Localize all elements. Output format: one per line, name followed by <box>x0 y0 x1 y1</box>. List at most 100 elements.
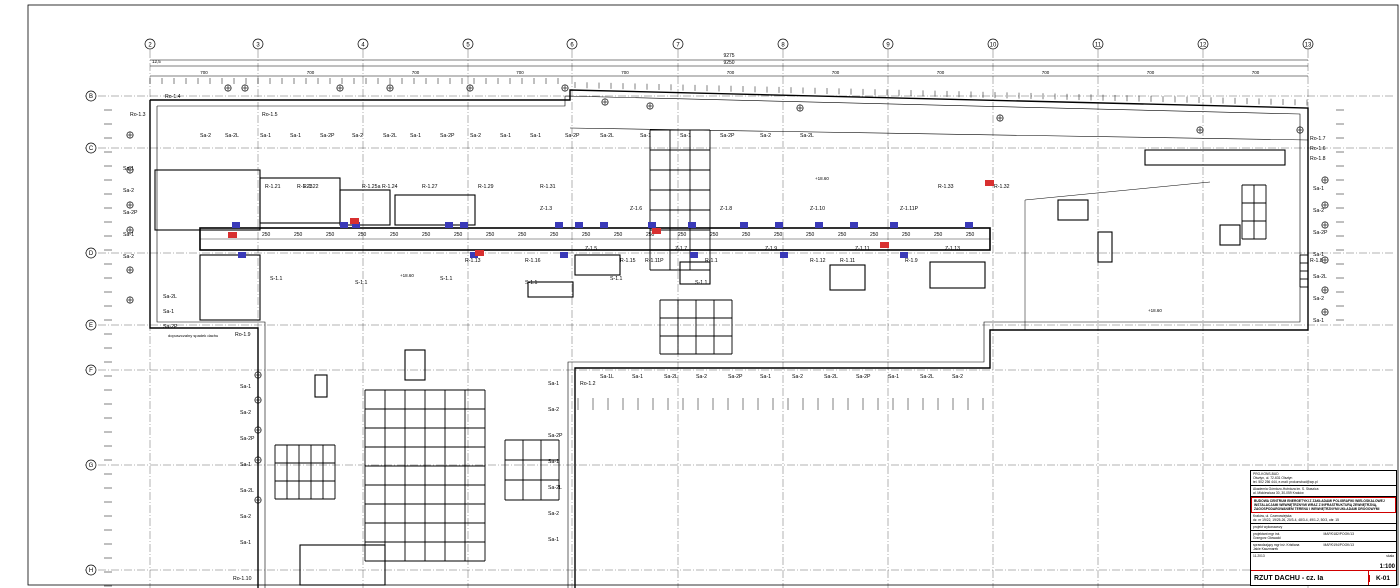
sa-left-label: Sa-1 <box>120 0 131 2</box>
room-box <box>527 281 574 298</box>
tb-project: BUDOWA CENTRUM ENERGETYKI Z ZAKŁADAMI PO… <box>1251 497 1396 513</box>
drain-marker <box>126 226 134 234</box>
axis-label-column: 4 <box>361 43 365 49</box>
top-sa-label: Sa-2L <box>600 133 614 139</box>
bottom-sa-label: Sa-1 <box>760 374 771 380</box>
room-box <box>829 264 866 291</box>
top-sa-label: Sa-2P <box>565 133 580 139</box>
tb-project-1: BUDOWA CENTRUM ENERGETYKI Z ZAKŁADAMI PO… <box>1254 499 1385 503</box>
drain-marker <box>561 84 569 92</box>
tb-designer: projektant mgr inż.Grzegorz Głowacki MAP… <box>1251 531 1396 542</box>
blue-tag <box>780 252 788 258</box>
room-box <box>1097 231 1113 263</box>
overall-dimension-top: 9275 <box>723 53 734 59</box>
axis-bubble <box>882 38 894 50</box>
tb-firm-addr: Olsztyn, ul. 72-631 Olsztyn <box>1253 476 1293 480</box>
mid-sa-label-left: Sa-1 <box>240 540 251 546</box>
level-mark-3: +18.60 <box>1148 308 1162 313</box>
blue-tag <box>965 222 973 228</box>
drain-marker <box>1321 286 1329 294</box>
axis-bubble <box>85 247 97 259</box>
drain-marker <box>224 84 232 92</box>
top-sa-label: Sa-2 <box>470 133 481 139</box>
axis-bubble <box>85 364 97 376</box>
beam-label: R-1.25a <box>362 184 381 190</box>
axis-label-column: 8 <box>781 43 785 49</box>
axis-bubble <box>252 38 264 50</box>
bay-dimension: 700 <box>200 70 208 75</box>
z-label: Z-1.13 <box>945 246 960 252</box>
start-dimension: 12,5 <box>152 59 161 64</box>
blue-tag <box>460 222 468 228</box>
room-box <box>199 254 261 321</box>
span-label: 250 <box>710 232 719 238</box>
axis-label-column: 10 <box>990 43 997 49</box>
z-label: Z-1.3 <box>540 206 552 212</box>
axis-bubble <box>85 142 97 154</box>
blue-tag <box>575 222 583 228</box>
tb-date: 11.2013 <box>1253 554 1265 558</box>
z-label: Z-1.6 <box>630 206 642 212</box>
drain-marker <box>126 131 134 139</box>
z-label: Z-1.11P <box>900 206 919 212</box>
ro-label: Ro-1.8 <box>1310 156 1326 162</box>
bay-dimension: 700 <box>1252 70 1260 75</box>
tb-designer-name: Grzegorz Głowacki <box>1253 536 1281 540</box>
beam-label: R-1.24 <box>382 184 398 190</box>
drain-marker <box>1321 176 1329 184</box>
span-label: 250 <box>358 232 367 238</box>
ro-label: Ro-1.10 <box>233 576 252 582</box>
bay-dimension: 700 <box>621 70 629 75</box>
tb-designer-role: projektant <box>1253 532 1268 536</box>
axis-label-row: F <box>89 368 93 374</box>
axis-bubble <box>777 38 789 50</box>
drain-marker <box>996 114 1004 122</box>
bottom-sa-label: Sa-2 <box>952 374 963 380</box>
bottom-sa-label: Sa-2L <box>824 374 838 380</box>
z-label: Z-1.5 <box>585 246 597 252</box>
top-sa-label: Sa-1 <box>290 133 301 139</box>
top-sa-label: Sa-1 <box>500 133 511 139</box>
room-box <box>339 189 391 226</box>
drain-marker <box>254 456 262 464</box>
sa-left-label: Sa-1 <box>163 309 174 315</box>
top-sa-label: Sa-2 <box>200 133 211 139</box>
axis-bubble <box>566 38 578 50</box>
level-mark-2: +18.60 <box>400 273 414 278</box>
mid-sa-label: Sa-1 <box>548 459 559 465</box>
drawing-number: K-01 <box>1369 574 1396 582</box>
span-label: 250 <box>454 232 463 238</box>
top-sa-label: Sa-2L <box>800 133 814 139</box>
drawing-title: RZUT DACHU - cz. Ia <box>1251 571 1369 585</box>
drain-markers <box>126 84 1329 504</box>
span-label: 250 <box>838 232 847 238</box>
axis-label-column: 11 <box>1095 43 1102 49</box>
bay-dimension: 700 <box>412 70 420 75</box>
beam-label: R-1.29 <box>478 184 494 190</box>
blue-tag <box>560 252 568 258</box>
beam-label: R-1.32 <box>994 184 1010 190</box>
axis-label-row: G <box>89 463 94 469</box>
axis-bubble <box>987 38 999 50</box>
axis-label-column: 5 <box>466 43 470 49</box>
room-box <box>1057 199 1089 221</box>
top-sa-label: Sa-1 <box>260 133 271 139</box>
beam-label: R-1.27 <box>422 184 438 190</box>
axis-label-column: 6 <box>570 43 574 49</box>
tb-location-name: Kraków, ul. Czarnowiejska <box>1253 514 1292 518</box>
top-sa-label: Sa-2 <box>760 133 771 139</box>
room-box <box>679 261 711 285</box>
drain-marker <box>1296 126 1304 134</box>
bottom-sa-label: Sa-1 <box>632 374 643 380</box>
z-label: Z-1.8 <box>720 206 732 212</box>
bottom-sa-label: Sa-2P <box>728 374 743 380</box>
axis-label-row: D <box>89 251 94 257</box>
blue-tag <box>600 222 608 228</box>
span-label: 250 <box>326 232 335 238</box>
tb-project-2: INSTALACJAMI WEWNĘTRZNYMI WRAZ Z INFRAST… <box>1254 503 1378 507</box>
